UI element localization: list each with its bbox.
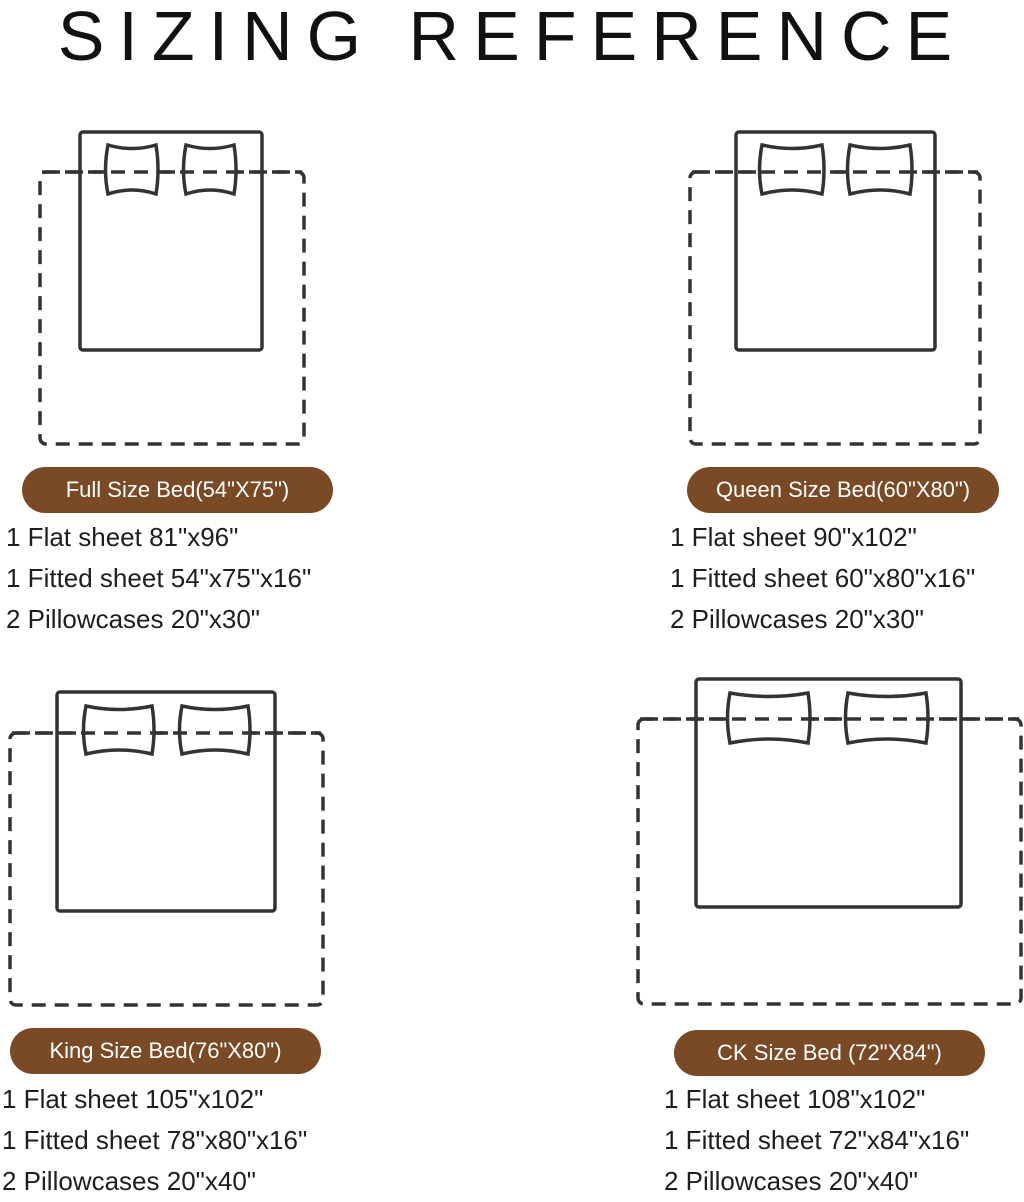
king-flat-sheet-outline: [8, 731, 325, 1007]
full-size-label: Full Size Bed(54"X75"): [22, 467, 333, 513]
king-size-label: King Size Bed(76"X80"): [10, 1028, 321, 1074]
ck-size-specs: 1 Flat sheet 108"x102" 1 Fitted sheet 72…: [664, 1079, 969, 1202]
full-mattress-outline: [78, 130, 264, 352]
spec-fitted-sheet: 1 Fitted sheet 54"x75"x16": [6, 563, 312, 593]
spec-pillowcases: 2 Pillowcases 20"x30": [6, 604, 261, 634]
queen-mattress-outline: [734, 130, 937, 352]
full-flat-sheet-outline: [38, 170, 306, 446]
spec-fitted-sheet: 1 Fitted sheet 78"x80"x16": [2, 1125, 308, 1155]
king-mattress-outline: [55, 690, 277, 913]
spec-flat-sheet: 1 Flat sheet 81"x96": [6, 522, 239, 552]
ck-size-label: CK Size Bed (72"X84"): [674, 1030, 985, 1076]
ck-mattress-outline: [694, 677, 963, 909]
queen-pillow-left-icon: [757, 142, 826, 197]
spec-flat-sheet: 1 Flat sheet 105"x102": [2, 1084, 264, 1114]
king-pillow-left-icon: [81, 703, 156, 757]
full-pillow-left-icon: [103, 142, 160, 197]
spec-flat-sheet: 1 Flat sheet 90"x102": [670, 522, 917, 552]
queen-size-label: Queen Size Bed(60"X80"): [687, 467, 999, 513]
full-size-specs: 1 Flat sheet 81"x96" 1 Fitted sheet 54"x…: [6, 517, 311, 640]
full-pillow-right-icon: [181, 142, 238, 197]
spec-fitted-sheet: 1 Fitted sheet 72"x84"x16": [664, 1125, 970, 1155]
spec-fitted-sheet: 1 Fitted sheet 60"x80"x16": [670, 563, 976, 593]
queen-size-specs: 1 Flat sheet 90"x102" 1 Fitted sheet 60"…: [670, 517, 975, 640]
spec-pillowcases: 2 Pillowcases 20"x40": [2, 1166, 257, 1196]
spec-pillowcases: 2 Pillowcases 20"x40": [664, 1166, 919, 1196]
spec-flat-sheet: 1 Flat sheet 108"x102": [664, 1084, 926, 1114]
spec-pillowcases: 2 Pillowcases 20"x30": [670, 604, 925, 634]
queen-pillow-right-icon: [845, 142, 914, 197]
ck-pillow-right-icon: [843, 690, 930, 746]
page-title: SIZING REFERENCE: [57, 0, 967, 75]
king-size-specs: 1 Flat sheet 105"x102" 1 Fitted sheet 78…: [2, 1079, 307, 1202]
king-pillow-right-icon: [177, 703, 252, 757]
